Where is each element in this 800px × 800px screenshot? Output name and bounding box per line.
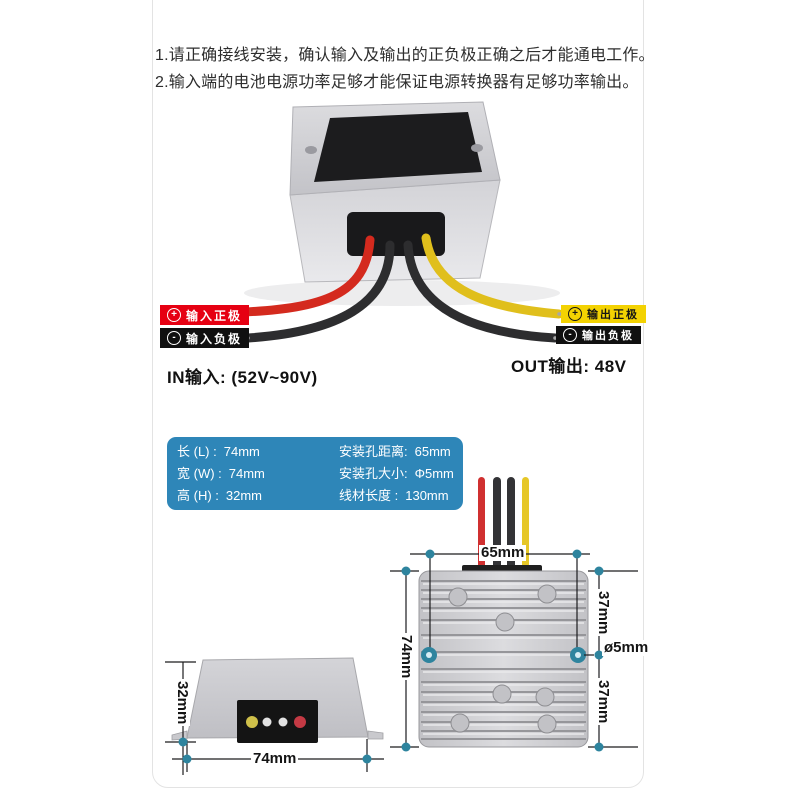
panel-dot-white (262, 717, 272, 727)
dim-side-height: 32mm (174, 679, 191, 727)
side-panel (237, 700, 318, 743)
wire-length-value: 130mm (405, 488, 449, 503)
input-negative-text: 输入负极 (186, 331, 243, 346)
input-positive-label: + 输入正极 (160, 305, 250, 325)
wire-red (240, 235, 375, 317)
height-value: 32mm (225, 488, 263, 503)
side-view-body (171, 657, 384, 743)
length-value: 74mm (223, 444, 260, 459)
mount-hole-right (471, 144, 483, 152)
height-label: 高 (H) : (177, 488, 219, 503)
input-negative-label: - 输入负极 (160, 328, 250, 348)
dim-endpoint-dots (401, 549, 604, 752)
hole-size-value: Φ5mm (414, 466, 454, 481)
dim-body-height: 74mm (398, 633, 415, 681)
top-panel (314, 112, 482, 182)
dim-hole-offset-top: 37mm (595, 589, 612, 637)
panel-dot-red (294, 716, 306, 728)
length-label: 长 (L) : (177, 444, 217, 459)
instruction-line-1: 1.请正确接线安装，确认输入及输出的正负极正确之后才能通电工作。 (155, 47, 655, 64)
panel-dot-yellow (246, 716, 258, 728)
width-label: 宽 (W) : (177, 466, 222, 481)
hole-distance-value: 65mm (414, 444, 451, 459)
output-negative-text: 输出负极 (582, 330, 634, 342)
dim-hole-distance: 65mm (479, 544, 527, 561)
spec-row-width: 宽 (W) : 74mm 安装孔大小: Φ5mm (167, 466, 463, 481)
hole-distance-label: 安装孔距离: (339, 444, 408, 459)
output-positive-label: + 输出正极 (561, 305, 646, 323)
screws (448, 584, 557, 734)
output-negative-label: - 输出负极 (556, 326, 641, 344)
input-positive-text: 输入正极 (186, 308, 243, 323)
dim-side-width: 74mm (251, 750, 299, 767)
spec-row-length: 长 (L) : 74mm 安装孔距离: 65mm (167, 444, 463, 459)
panel-dot-white (278, 717, 288, 727)
extension-lines (429, 554, 578, 652)
output-rating: OUT输出: 48V (511, 357, 627, 376)
mounting-holes (421, 647, 586, 663)
wire-black-left (243, 240, 395, 343)
wire-yellow (421, 233, 564, 319)
spec-row-height: 高 (H) : 32mm 线材长度 : 130mm (167, 488, 463, 503)
plus-icon: + (167, 308, 181, 322)
spec-table: 长 (L) :74mm 安装孔距离:65mm 宽 (W) :74mm 安装孔大小… (167, 437, 463, 510)
output-positive-text: 输出正极 (587, 309, 639, 321)
dim-hole-offset-bottom: 37mm (595, 678, 612, 726)
mount-hole-left (305, 146, 317, 154)
usage-instructions: 1.请正确接线安装，确认输入及输出的正负极正确之后才能通电工作。 2.输入端的电… (155, 42, 655, 96)
input-rating: IN输入: (52V~90V) (167, 368, 318, 387)
converter-body (244, 101, 560, 306)
minus-icon: - (167, 331, 181, 345)
minus-icon: - (563, 328, 577, 342)
top-view-diagram (390, 477, 638, 752)
width-value: 74mm (228, 466, 265, 481)
converter-photo (231, 101, 574, 343)
dim-hole-diameter: ø5mm (602, 639, 651, 656)
wire-length-label: 线材长度 : (339, 488, 399, 503)
hole-size-label: 安装孔大小: (339, 466, 408, 481)
dim-endpoint-dots (178, 737, 372, 764)
plus-icon: + (568, 307, 582, 321)
wire-black-right (403, 240, 560, 343)
instruction-line-2: 2.输入端的电池电源功率足够才能保证电源转换器有足够功率输出。 (155, 74, 639, 91)
heatsink-body (418, 570, 589, 748)
